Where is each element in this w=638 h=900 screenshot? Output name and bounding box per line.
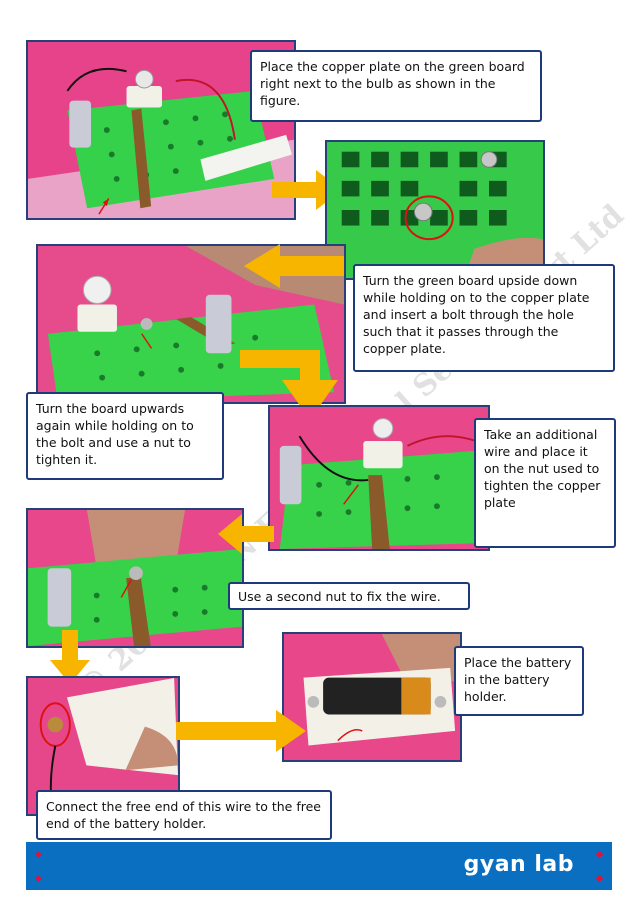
caption-step1: Place the copper plate on the green boar… (250, 50, 542, 122)
footer-dot-top-left (34, 850, 43, 859)
arrow-down-right (240, 350, 350, 420)
photo-step1-copper-plate (26, 40, 296, 220)
photo-step5-second-nut (26, 508, 244, 648)
caption-step5: Use a second nut to fix the wire. (228, 582, 470, 610)
arrow-left-2 (218, 514, 274, 554)
photo-step4-additional-wire (268, 405, 490, 551)
caption-step7: Connect the free end of this wire to the… (36, 790, 332, 840)
footer-dot-top-right (595, 850, 604, 859)
caption-step3: Turn the board upwards again while holdi… (26, 392, 224, 480)
caption-step3-text: Turn the board upwards again while holdi… (36, 401, 194, 467)
photo-step2-bolt-insert (325, 140, 545, 280)
caption-step6-text: Place the battery in the battery holder. (464, 655, 572, 704)
footer-dot-bottom-right (595, 874, 604, 883)
arrow-down (50, 630, 90, 684)
caption-step6: Place the battery in the battery holder. (454, 646, 584, 716)
caption-step7-text: Connect the free end of this wire to the… (46, 799, 321, 831)
arrow-right-1 (272, 170, 342, 210)
caption-step2-text: Turn the green board upside down while h… (363, 273, 590, 356)
caption-step5-text: Use a second nut to fix the wire. (238, 589, 441, 604)
caption-step4: Take an additional wire and place it on … (474, 418, 616, 548)
arrow-right-2 (176, 710, 306, 752)
caption-step2: Turn the green board upside down while h… (353, 264, 615, 372)
caption-step1-text: Place the copper plate on the green boar… (260, 59, 525, 108)
photo-step6-battery (282, 632, 462, 762)
caption-step4-text: Take an additional wire and place it on … (484, 427, 601, 510)
footer-dot-bottom-left (34, 874, 43, 883)
arrow-left-1 (244, 244, 344, 288)
footer-bar: gyan lab (26, 842, 612, 890)
brand-logo-text: gyan lab (463, 852, 574, 877)
